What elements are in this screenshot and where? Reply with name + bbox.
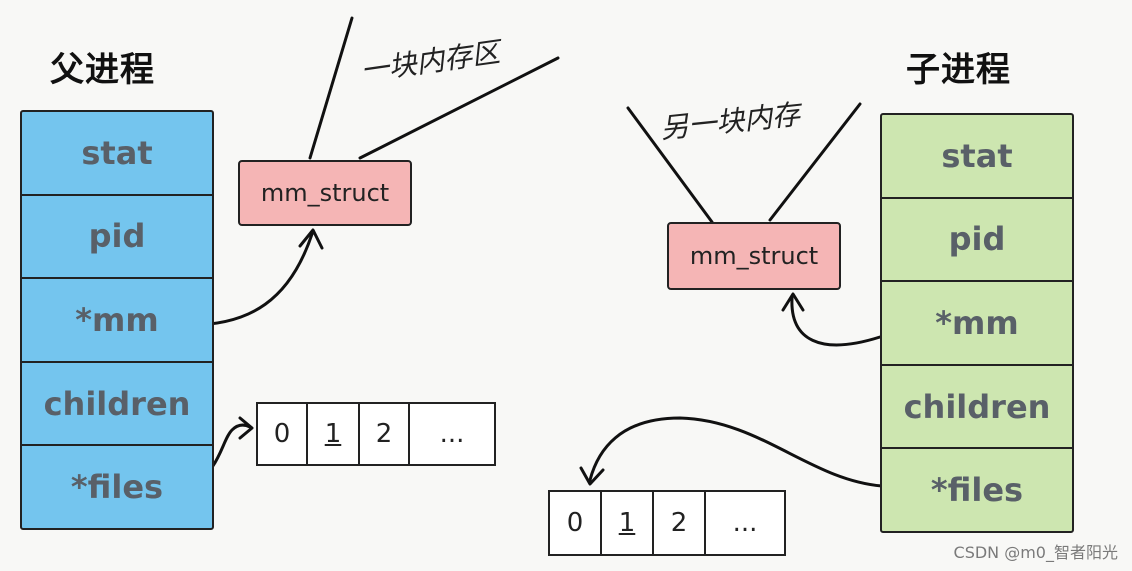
child-files-arrowhead (579, 466, 605, 486)
child-fd-cell: 1 (602, 492, 654, 554)
child-field-files: *files (930, 471, 1024, 510)
parent-files-arrowhead (238, 416, 254, 440)
child-field-children: children (882, 366, 1072, 450)
child-fd-cell: ... (732, 508, 758, 538)
parent-fd-cell: 2 (360, 404, 410, 464)
child-process-title: 子进程 (906, 50, 1011, 90)
parent-field-stat: stat (22, 112, 212, 196)
child-mm-arrow (790, 296, 882, 347)
child-files-arrow (588, 416, 884, 488)
parent-task-struct: stat pid *mm children *files (20, 110, 214, 530)
parent-fd-array: 0 1 2 ... (256, 402, 496, 466)
child-field-pid: pid (882, 199, 1072, 283)
parent-fd-cell: 1 (308, 404, 360, 464)
child-task-struct: stat pid *mm children *files (880, 113, 1074, 533)
child-mm-arrowhead (781, 292, 805, 312)
child-field-stat: stat (882, 115, 1072, 199)
parent-field-children: children (22, 363, 212, 447)
parent-field-mm: *mm (22, 279, 212, 363)
parent-field-files: *files (70, 468, 164, 507)
child-mm-struct-box: mm_struct (667, 222, 841, 290)
parent-memory-note: 一块内存区 (358, 35, 502, 88)
child-fd-cell: 2 (654, 492, 706, 554)
watermark-text: CSDN @m0_智者阳光 (953, 543, 1118, 562)
parent-mm-struct-box: mm_struct (238, 160, 412, 226)
child-field-mm: *mm (882, 282, 1072, 366)
child-fd-array: 0 1 2 ... (548, 490, 786, 556)
parent-fd-cell: 0 (258, 404, 308, 464)
child-memory-note: 另一块内存 (658, 97, 802, 146)
parent-process-title: 父进程 (50, 50, 155, 90)
parent-field-pid: pid (22, 196, 212, 280)
child-fd-cell: 0 (550, 492, 602, 554)
parent-memory-line-left (308, 16, 354, 160)
parent-fd-cell: ... (439, 419, 465, 449)
parent-mm-arrowhead (298, 228, 324, 250)
